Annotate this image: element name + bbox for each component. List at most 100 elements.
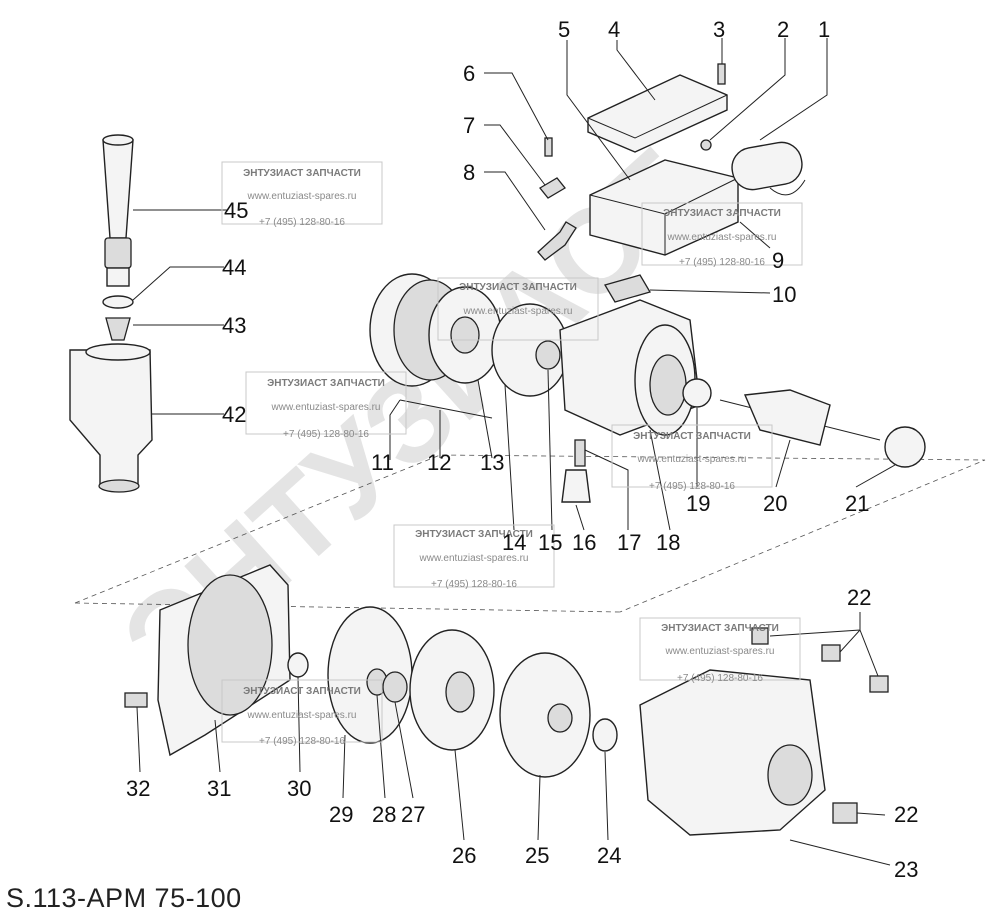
stamp-5-line2: www.entuziast-spares.ru [637,454,747,465]
part-8-gland [537,221,577,261]
stamp-1-line1: ЭНТУЗИАСТ ЗАПЧАСТИ [243,168,361,179]
stamp-3-line2: www.entuziast-spares.ru [463,306,573,317]
leader-lines [132,38,896,866]
stamp-8-line1: ЭНТУЗИАСТ ЗАПЧАСТИ [243,686,361,697]
part-label-17: 17 [617,530,641,555]
part-18-motor-body [559,299,701,436]
stamp-1-line2: www.entuziast-spares.ru [247,191,357,202]
part-label-3: 3 [713,17,725,42]
part-label-9: 9 [772,248,784,273]
watermark-stamp-6: ЭНТУЗИАСТ ЗАПЧАСТИ www.entuziast-spares.… [393,524,555,590]
stamp-8-line3: +7 (495) 128-80-16 [259,736,345,747]
part-22-plug-d [832,802,858,824]
part-label-18: 18 [656,530,680,555]
part-label-4: 4 [608,17,620,42]
part-label-15: 15 [538,530,562,555]
part-3-screw [717,63,726,85]
part-label-43: 43 [222,313,246,338]
part-2-screw [700,139,712,151]
part-label-12: 12 [427,450,451,475]
part-4-cover [587,74,728,153]
part-5-terminal-box [589,159,739,256]
stamp-4-line3: +7 (495) 128-80-16 [283,429,369,440]
part-label-44: 44 [222,255,246,280]
part-19-bearing [682,378,712,408]
stamp-8-line2: www.entuziast-spares.ru [247,710,357,721]
part-label-20: 20 [763,491,787,516]
stamp-5-line1: ЭНТУЗИАСТ ЗАПЧАСТИ [633,431,751,442]
part-7-clamp [539,177,566,199]
stamp-7-line2: www.entuziast-spares.ru [665,646,775,657]
watermark-stamp-7: ЭНТУЗИАСТ ЗАПЧАСТИ www.entuziast-spares.… [639,617,801,684]
part-22-plug-a [751,627,769,645]
part-number-labels: 1 2 3 4 5 6 7 8 9 10 11 12 13 14 15 16 1… [126,17,918,882]
part-label-19: 19 [686,491,710,516]
part-25-diffuser [499,652,591,778]
part-label-23: 23 [894,857,918,882]
part-21-bearing [884,426,926,468]
stamp-6-line2: www.entuziast-spares.ru [419,553,529,564]
part-label-11: 11 [371,450,394,475]
part-label-13: 13 [480,450,504,475]
part-label-10: 10 [772,282,796,307]
part-1-capacitor [731,141,806,196]
part-label-26: 26 [452,843,476,868]
stamp-4-line1: ЭНТУЗИАСТ ЗАПЧАСТИ [267,378,385,389]
stamp-2-line1: ЭНТУЗИАСТ ЗАПЧАСТИ [663,208,781,219]
part-30-seal [287,652,309,678]
part-label-8: 8 [463,160,475,185]
part-label-27: 27 [401,802,425,827]
part-6-screw [544,137,553,157]
part-label-7: 7 [463,113,475,138]
part-23-pump-body [639,669,826,836]
part-43-valve [105,317,131,341]
part-17-pin [574,439,586,467]
watermark-stamp-2: ЭНТУЗИАСТ ЗАПЧАСТИ www.entuziast-spares.… [641,202,803,268]
part-label-45: 45 [224,198,248,223]
stamp-7-line3: +7 (495) 128-80-16 [677,673,763,684]
stamp-2-line3: +7 (495) 128-80-16 [679,257,765,268]
watermark-stamp-8: ЭНТУЗИАСТ ЗАПЧАСТИ www.entuziast-spares.… [221,679,383,747]
part-label-22-right: 22 [894,802,918,827]
part-label-2: 2 [777,17,789,42]
part-24-oring [592,718,618,752]
watermark-stamp-3: ЭНТУЗИАСТ ЗАПЧАСТИ www.entuziast-spares.… [437,277,599,341]
stamp-7-line1: ЭНТУЗИАСТ ЗАПЧАСТИ [661,623,779,634]
part-label-21: 21 [845,491,869,516]
part-14-fan [428,286,502,384]
part-22-plug-b [821,644,841,662]
part-44-oring [102,295,134,309]
stamp-3-line1: ЭНТУЗИАСТ ЗАПЧАСТИ [459,282,577,293]
watermark-stamp-5: ЭНТУЗИАСТ ЗАПЧАСТИ www.entuziast-spares.… [611,424,773,492]
watermark-stamp-1: ЭНТУЗИАСТ ЗАПЧАСТИ www.entuziast-spares.… [221,161,383,228]
stamp-4-line2: www.entuziast-spares.ru [271,402,381,413]
stamp-2-line2: www.entuziast-spares.ru [667,232,777,243]
part-15-flange [491,303,569,397]
part-label-6: 6 [463,61,475,86]
part-label-32: 32 [126,776,150,801]
stamp-5-line3: +7 (495) 128-80-16 [649,481,735,492]
part-label-22-top: 22 [847,585,871,610]
part-45-tube [102,134,134,287]
part-label-28: 28 [372,802,396,827]
part-label-16: 16 [572,530,596,555]
stamp-6-line1: ЭНТУЗИАСТ ЗАПЧАСТИ [415,529,533,540]
part-label-30: 30 [287,776,311,801]
part-26-impeller [409,629,495,751]
part-label-14: 14 [502,530,526,555]
part-16-cap [561,469,591,503]
assembly-guide-lower [74,454,986,613]
part-label-29: 29 [329,802,353,827]
part-label-42: 42 [222,402,246,427]
part-label-31: 31 [207,776,231,801]
watermark-stamp-4: ЭНТУЗИАСТ ЗАПЧАСТИ www.entuziast-spares.… [245,371,407,440]
part-32-screw [124,692,148,708]
part-42-elbow [69,343,153,493]
part-label-25: 25 [525,843,549,868]
part-20-rotor [719,389,881,446]
part-label-5: 5 [558,17,570,42]
stamp-6-line3: +7 (495) 128-80-16 [431,579,517,590]
part-12-tie-rod [399,399,493,419]
